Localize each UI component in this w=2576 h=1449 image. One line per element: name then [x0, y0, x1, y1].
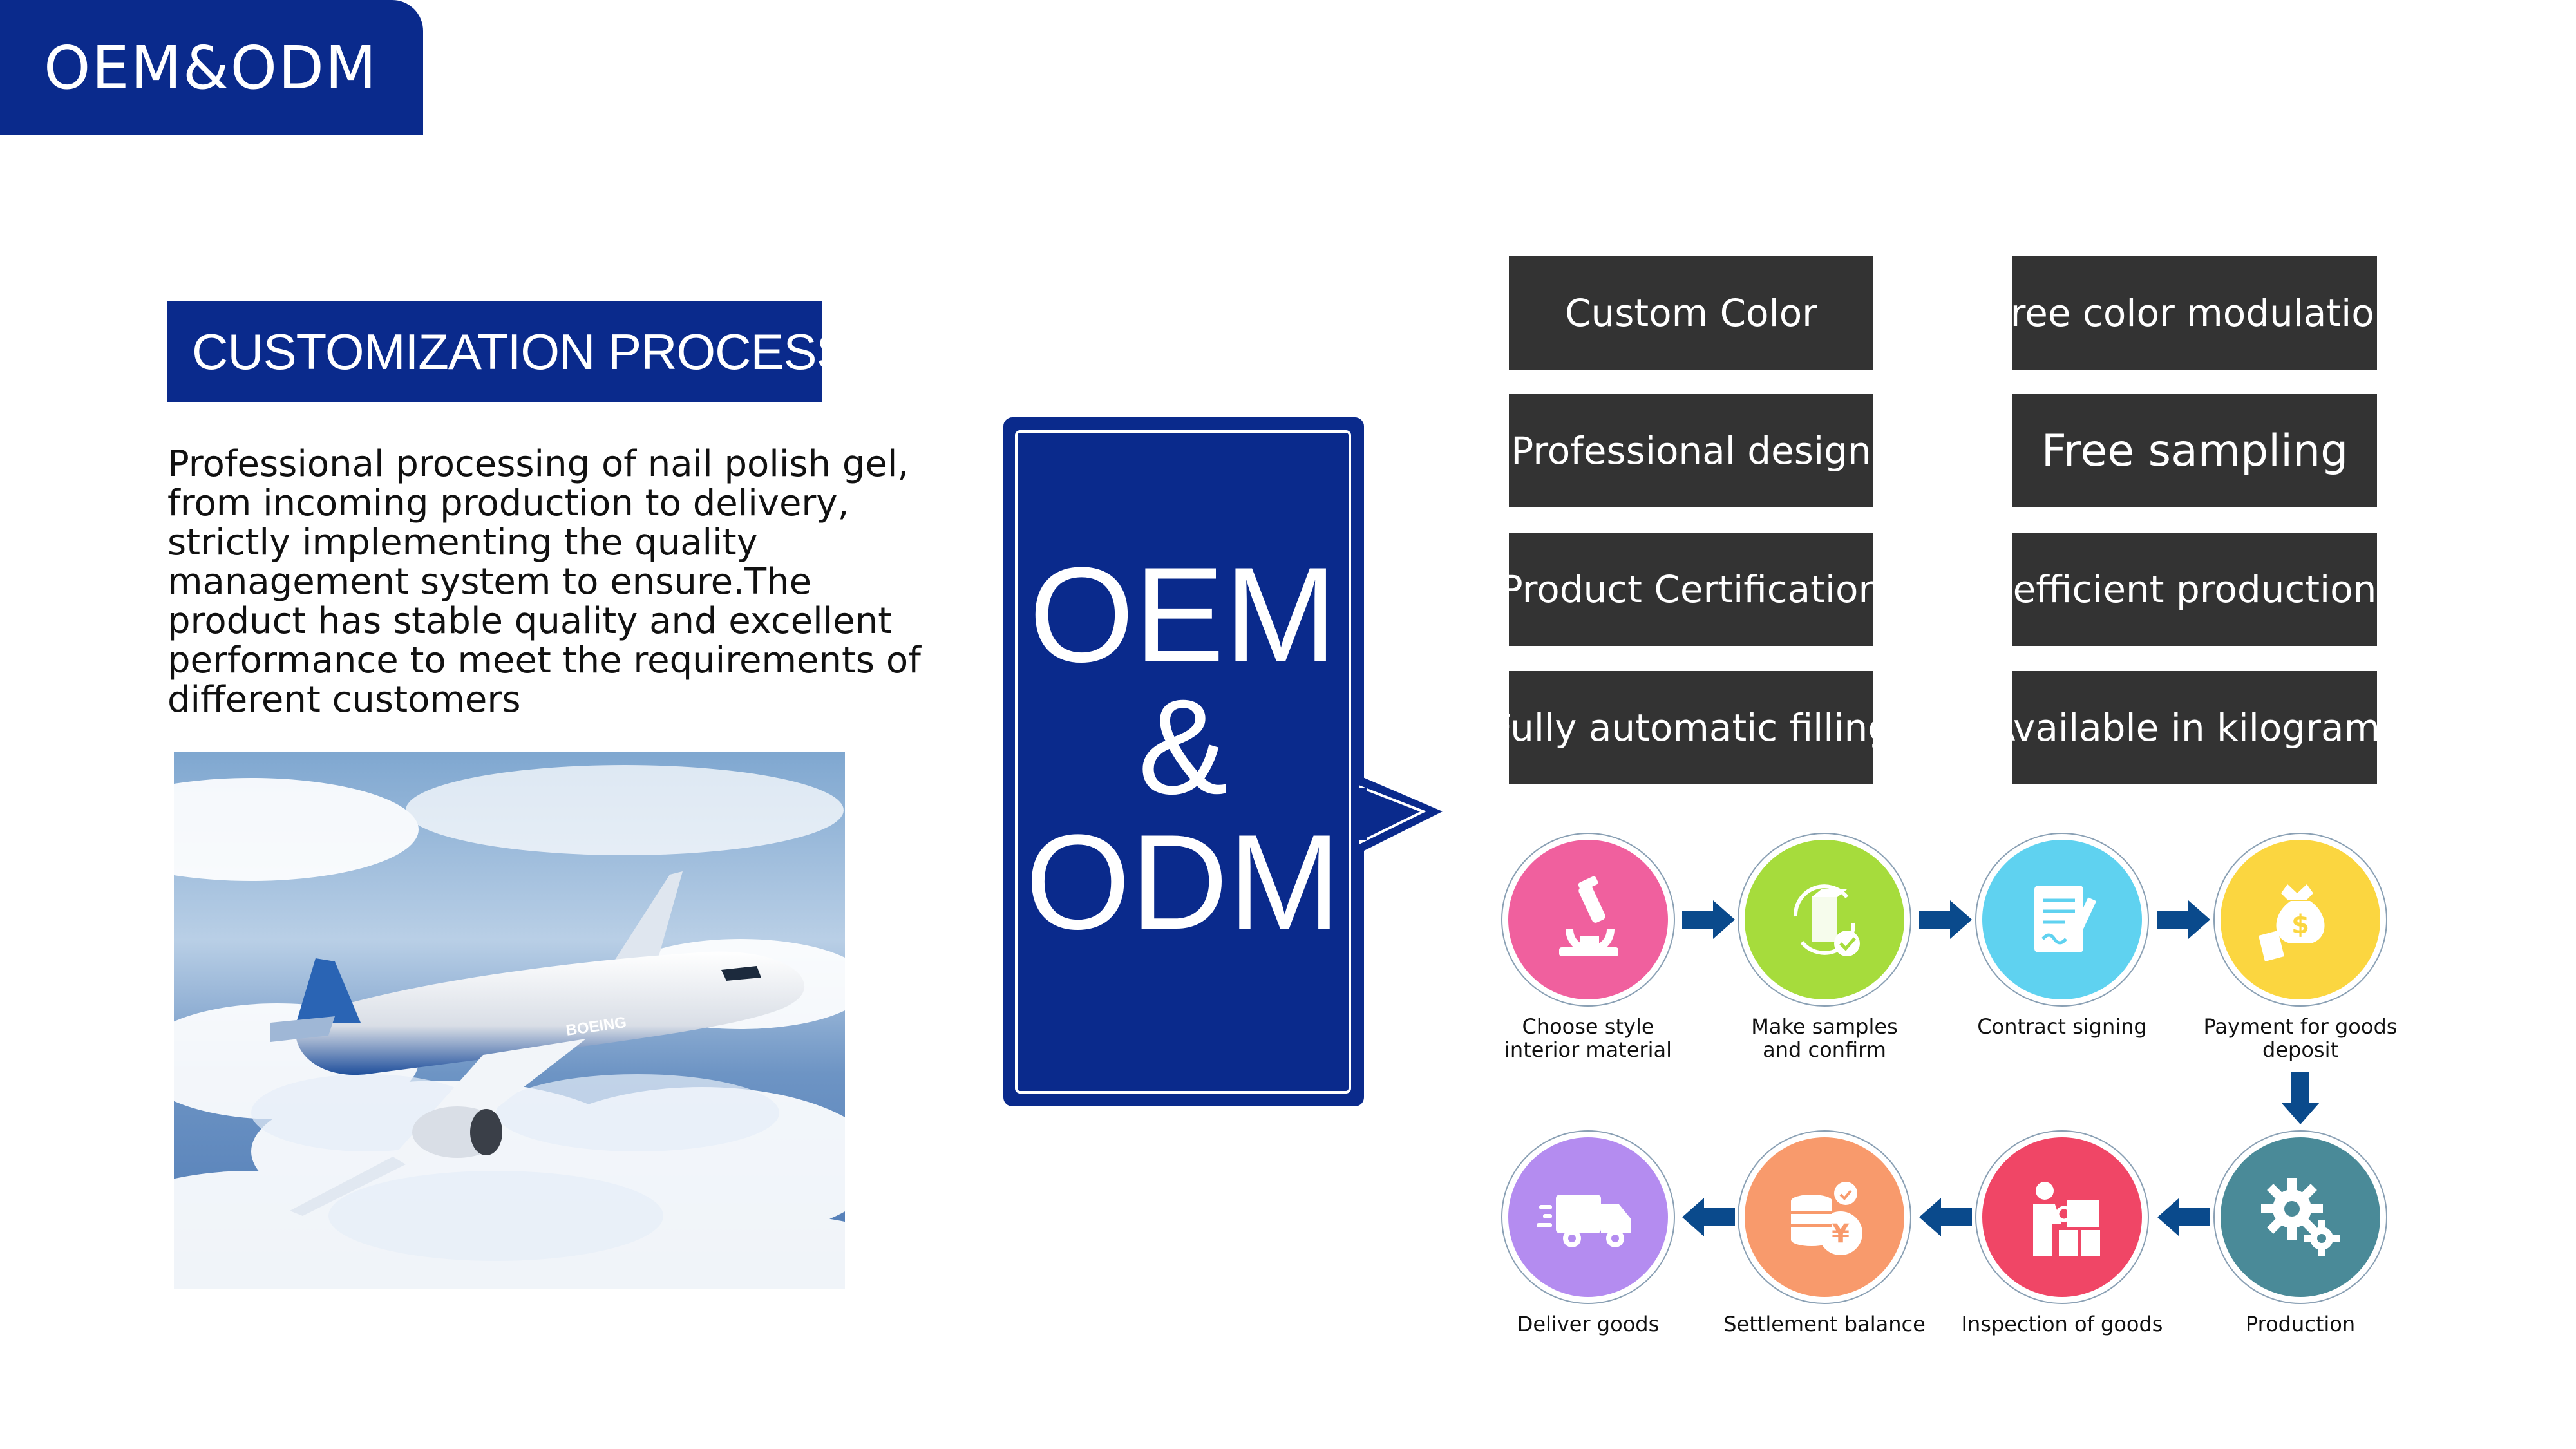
step-label-production: Production [2184, 1312, 2416, 1336]
step-label-payment: Payment for goods deposit [2184, 1015, 2416, 1061]
feature-efficient-production: efficient production [2012, 533, 2377, 646]
step-label-line2: deposit [2262, 1037, 2338, 1062]
step-label-line2: and confirm [1763, 1037, 1886, 1062]
step-inspection [1975, 1130, 2149, 1304]
arrow-down-icon [2281, 1072, 2320, 1124]
step-deliver-goods [1501, 1130, 1675, 1304]
arrow-right-icon [2157, 900, 2210, 939]
arrow-left-icon [1919, 1198, 1972, 1236]
odm-text: ODM [1025, 806, 1341, 958]
arrow-left-icon [2157, 1198, 2210, 1236]
step-label-line1: Production [2245, 1312, 2356, 1336]
ampersand-text: & [1137, 671, 1229, 822]
step-label-line1: Make samples [1751, 1014, 1898, 1039]
airplane-photo: BOEING [174, 752, 845, 1289]
box-check-icon [1793, 884, 1860, 956]
contract-icon [2034, 886, 2097, 952]
inspection-icon [2033, 1182, 2100, 1256]
step-label-line1: Contract signing [1977, 1014, 2147, 1039]
microscope-icon [1559, 876, 1618, 956]
airplane-icon: BOEING [270, 871, 805, 1216]
feature-free-color-modulation: Free color modulation [1991, 256, 2398, 370]
feature-custom-color: Custom Color [1509, 256, 1873, 370]
step-label-line1: Choose style [1522, 1014, 1654, 1039]
arrow-left-icon [1682, 1198, 1735, 1236]
step-label-line1: Settlement balance [1723, 1312, 1926, 1336]
section-title: CUSTOMIZATION PROCESS [167, 301, 850, 402]
svg-text:$: $ [2291, 910, 2309, 940]
arrow-right-icon [1919, 900, 1972, 939]
header-tab [0, 0, 423, 135]
step-settlement-balance: ¥ [1738, 1130, 1911, 1304]
section-description: Professional processing of nail polish g… [167, 443, 921, 721]
step-choose-style [1501, 833, 1675, 1007]
feature-free-sampling: Free sampling [2012, 394, 2377, 507]
step-production [2213, 1130, 2387, 1304]
step-label-choose-style: Choose style interior material [1472, 1015, 1704, 1061]
feature-fully-automatic-filling: Fully automatic filling [1491, 671, 1891, 784]
step-make-samples [1738, 833, 1911, 1007]
step-contract-signing [1975, 833, 2149, 1007]
header-tab-label: OEM&ODM [44, 33, 378, 102]
feature-available-in-kilograms: Available in kilograms [1990, 671, 2400, 784]
oem-odm-panel-border [1015, 430, 1351, 1094]
step-label-deliver-goods: Deliver goods [1472, 1312, 1704, 1336]
money-bag-icon: $ [2259, 884, 2325, 961]
step-label-line2: interior material [1504, 1037, 1672, 1062]
panel-pointer-icon [1352, 773, 1443, 857]
step-label-line1: Payment for goods [2203, 1014, 2398, 1039]
arrow-right-icon [1682, 900, 1735, 939]
feature-professional-design: Professional design [1509, 394, 1873, 507]
oem-text: OEM [1028, 539, 1338, 690]
feature-product-certification: Product Certification [1501, 533, 1882, 646]
step-label-line1: Inspection of goods [1961, 1312, 2163, 1336]
step-label-make-samples: Make samples and confirm [1709, 1015, 1940, 1061]
coins-yen-icon: ¥ [1791, 1182, 1862, 1255]
gears-icon [2261, 1178, 2340, 1256]
step-label-line1: Deliver goods [1517, 1312, 1660, 1336]
svg-text:¥: ¥ [1832, 1219, 1850, 1249]
step-label-settlement-balance: Settlement balance [1709, 1312, 1940, 1336]
step-label-inspection: Inspection of goods [1946, 1312, 2178, 1336]
step-label-contract-signing: Contract signing [1946, 1015, 2178, 1038]
oem-odm-panel [1003, 417, 1364, 1106]
step-payment-deposit: $ [2213, 833, 2387, 1007]
truck-icon [1537, 1195, 1631, 1247]
